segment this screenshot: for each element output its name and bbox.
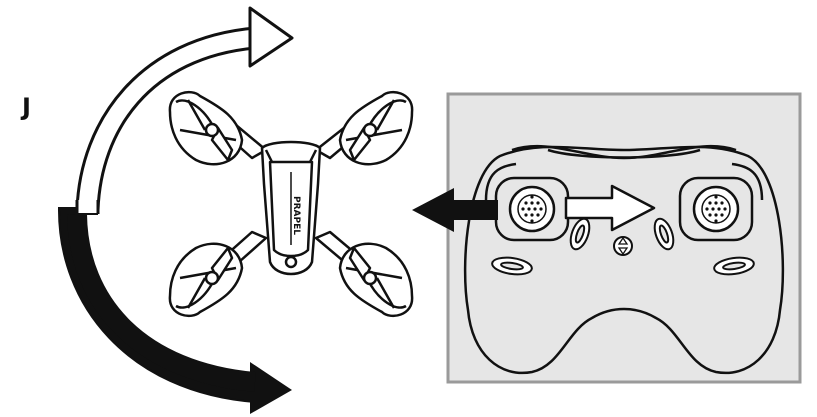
stick-direction-arrow-icon: [564, 184, 656, 232]
bottom-right-button[interactable]: [713, 255, 755, 276]
controller-panel: [446, 92, 802, 384]
left-joystick[interactable]: [494, 176, 570, 242]
trim-button-left[interactable]: [567, 216, 593, 252]
propeller-front-left: [168, 91, 244, 166]
yaw-direction-arrow-icon: [412, 188, 498, 232]
drone: [168, 91, 414, 317]
step-label: J: [22, 93, 31, 121]
trim-button-right[interactable]: [651, 216, 677, 252]
drone-brand-text: PRAPEL: [291, 196, 301, 235]
propeller-rear-left: [168, 242, 244, 317]
drone-body: [260, 140, 322, 276]
propeller-front-right: [338, 91, 414, 166]
center-up-down-button[interactable]: [613, 236, 633, 256]
rotation-arrow-icon: [57, 6, 294, 414]
bottom-left-button[interactable]: [491, 255, 533, 276]
right-joystick[interactable]: [678, 176, 754, 242]
propeller-rear-right: [338, 242, 414, 317]
